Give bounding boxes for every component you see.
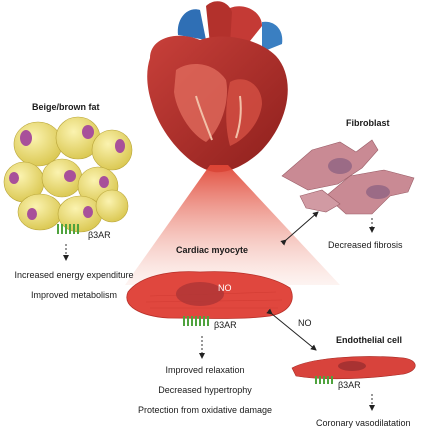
myocyte-effect-1: Improved relaxation [165,365,245,375]
myocyte-fibroblast-arrow [280,211,319,246]
heart-illustration [147,1,288,173]
cardiac-myocyte [126,271,293,319]
myocyte-receptor-icon [183,316,209,326]
fibroblast-cells [281,139,415,215]
fat-title: Beige/brown fat [32,102,100,112]
myocyte-effect-2: Decreased hypertrophy [158,385,252,395]
endothelial-title: Endothelial cell [336,335,403,345]
fibroblast-effect: Decreased fibrosis [328,240,403,250]
fat-receptor-icon [57,224,79,234]
myocyte-receptor-label: β3AR [214,320,237,330]
fat-receptor-label: β3AR [88,230,111,240]
fat-effect-1: Increased energy expenditure [14,270,134,280]
endothelial-receptor-label: β3AR [338,380,361,390]
fibroblast-title: Fibroblast [346,118,390,128]
zoom-cone [125,165,340,285]
myocyte-effect-3: Protection from oxidative damage [137,405,273,415]
endothelial-cell [291,356,416,380]
fat-cells [3,116,133,233]
endothelial-no-label: NO [298,318,312,328]
myocyte-endothelial-arrow [266,308,317,351]
fat-effect-2: Improved metabolism [30,290,118,300]
myocyte-title: Cardiac myocyte [176,245,249,255]
endothelial-effect: Coronary vasodilatation [316,418,411,428]
endothelial-receptor-icon [315,376,333,384]
myocyte-no-label: NO [218,283,232,293]
